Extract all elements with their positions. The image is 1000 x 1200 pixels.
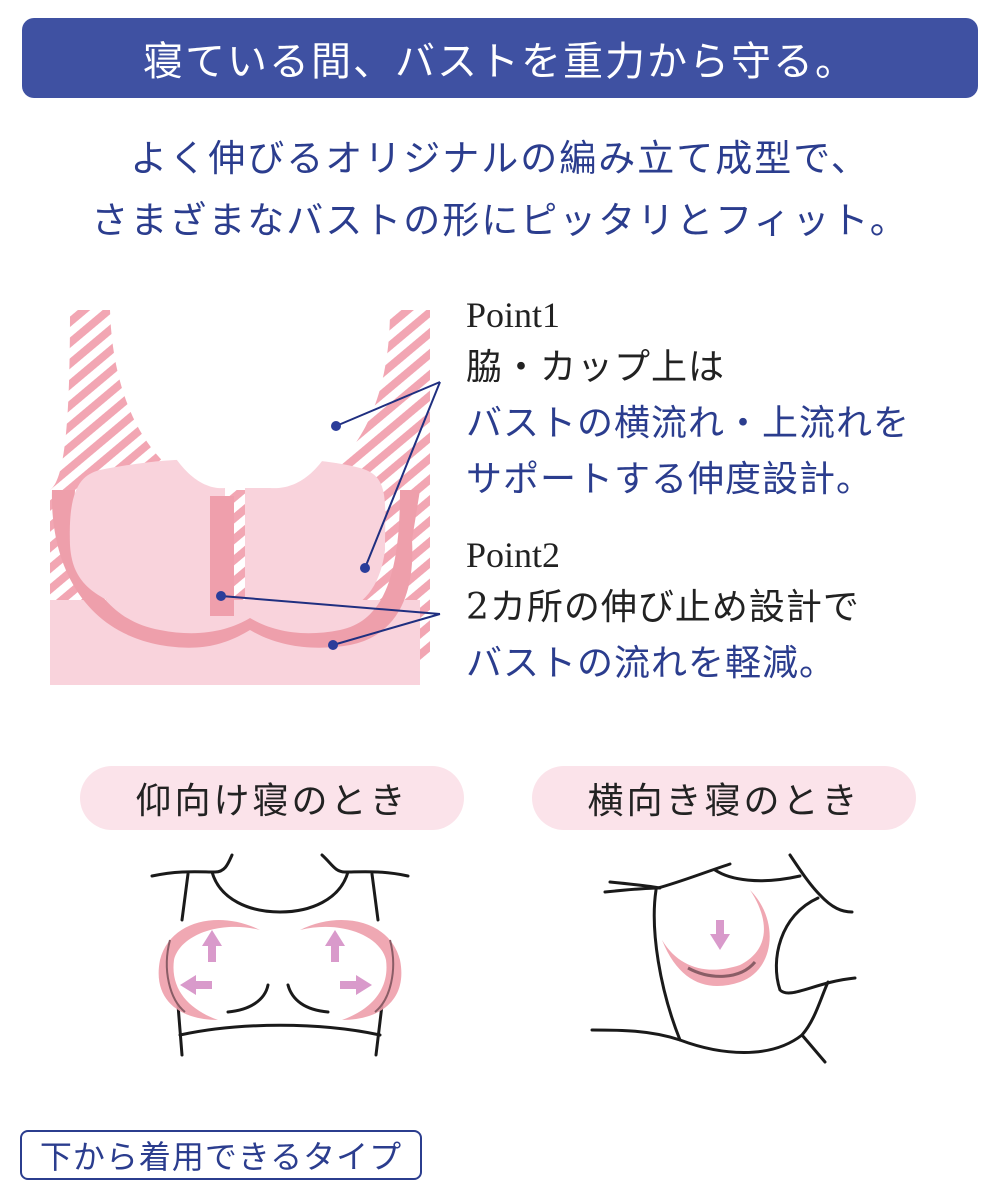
point-1-label: Point1	[466, 295, 561, 335]
point-2-label: Point2	[466, 535, 561, 575]
wear-type-label: 下から着用できるタイプ	[39, 1138, 403, 1176]
point-2-line-1: 2カ所の伸び止め設計で	[466, 587, 860, 628]
point-1-line-1: 脇・カップ上は	[466, 347, 726, 388]
arrow-down-icon	[710, 920, 730, 950]
callout-dot	[216, 591, 226, 601]
side-label: 横向き寝のとき	[587, 781, 861, 822]
wear-type-tag: 下から着用できるタイプ	[20, 1130, 422, 1180]
callout-dot	[360, 563, 370, 573]
supine-label: 仰向け寝のとき	[135, 781, 409, 822]
arrow-left-icon	[180, 975, 212, 995]
point-2-line-2: バストの流れを軽減。	[466, 643, 837, 684]
point-1: Point1 脇・カップ上は バストの横流れ・上流れを サポートする伸度設計。	[466, 290, 910, 508]
callout-dot	[328, 640, 338, 650]
supine-illustration	[150, 853, 410, 1057]
point-1-line-3: サポートする伸度設計。	[466, 459, 874, 500]
point-1-line-2: バストの横流れ・上流れを	[466, 403, 911, 444]
headline-text: 寝ている間、バストを重力から守る。	[143, 39, 857, 85]
headline-banner: 寝ている間、バストを重力から守る。	[22, 18, 978, 98]
subtitle-line-1: よく伸びるオリジナルの編み立て成型で、	[130, 137, 870, 180]
side-illustration	[590, 853, 857, 1064]
subtitle: よく伸びるオリジナルの編み立て成型で、 さまざまなバストの形にピッタリとフィット…	[0, 128, 1000, 252]
subtitle-line-2: さまざまなバストの形にピッタリとフィット。	[91, 199, 909, 242]
arrow-right-icon	[340, 975, 372, 995]
arrow-up-icon	[202, 930, 222, 962]
callout-dot	[331, 421, 341, 431]
point-2: Point2 2カ所の伸び止め設計で バストの流れを軽減。	[466, 530, 860, 692]
arrow-up-icon	[325, 930, 345, 962]
side-pill: 横向き寝のとき	[532, 766, 916, 830]
bra-diagram	[50, 310, 441, 685]
supine-pill: 仰向け寝のとき	[80, 766, 464, 830]
arrow-icons	[180, 930, 372, 995]
